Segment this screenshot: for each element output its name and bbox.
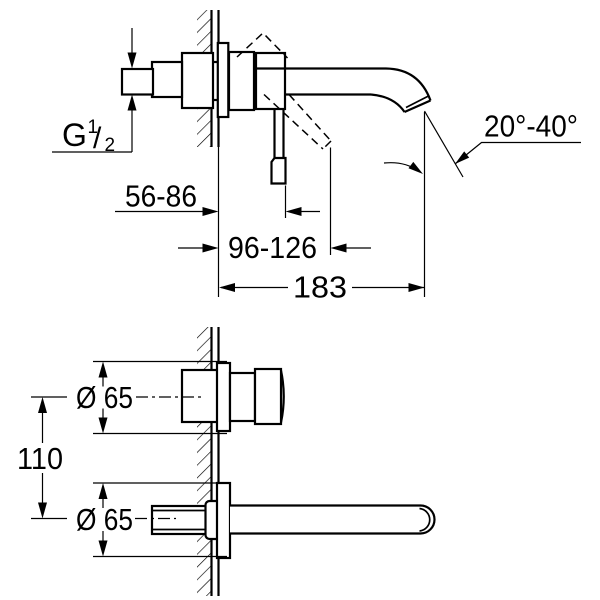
handle-escutcheon xyxy=(215,361,232,433)
lever-open-position xyxy=(263,93,324,150)
wall-escutcheon xyxy=(216,41,230,119)
dim-56-86-label: 56-86 xyxy=(125,179,197,214)
handle-knob xyxy=(253,367,283,426)
dim-center-distance-label: 110 xyxy=(17,441,63,476)
handle-concealed-body xyxy=(180,368,220,424)
handle-knob-face xyxy=(279,370,285,423)
installation-view-fittings xyxy=(150,361,436,560)
side-view-faucet xyxy=(120,31,432,185)
dim-lower-diameter-label: Ø 65 xyxy=(76,502,133,537)
spout-top-edge xyxy=(254,67,432,101)
spout-tube-end-cap xyxy=(419,507,431,532)
dim-96-126-label: 96-126 xyxy=(228,230,317,265)
spout-aerator-line xyxy=(405,95,429,109)
lever-up-position xyxy=(236,31,289,59)
dim-upper-diameter-label: Ø 65 xyxy=(76,380,133,415)
installation-view-wall-section xyxy=(197,327,220,596)
stream-direction-line xyxy=(423,110,464,178)
thread-size-label: G1/2 xyxy=(62,117,115,156)
spout-escutcheon xyxy=(215,481,232,560)
side-view-dimensions: G1/2 56-86 96-126 183 20°-40° xyxy=(52,28,581,305)
spout-holder xyxy=(227,50,256,112)
spout-tube-top-view xyxy=(230,504,436,535)
lever-open-position xyxy=(288,93,332,142)
union-nut xyxy=(150,60,184,99)
handle-base xyxy=(254,51,287,111)
dim-183-label: 183 xyxy=(293,270,347,305)
angle-leader xyxy=(454,141,581,165)
spout-mouth xyxy=(404,99,431,114)
handle-neck xyxy=(228,371,257,423)
lever-open-tip xyxy=(322,140,332,150)
spout-inner-curve xyxy=(370,93,406,113)
concealed-body xyxy=(180,51,215,110)
angle-range-label: 20°-40° xyxy=(484,109,578,144)
lever-blade xyxy=(270,156,287,185)
inlet-pipe xyxy=(120,67,155,96)
installation-view-dimensions: Ø 65 Ø 65 110 xyxy=(17,360,227,558)
